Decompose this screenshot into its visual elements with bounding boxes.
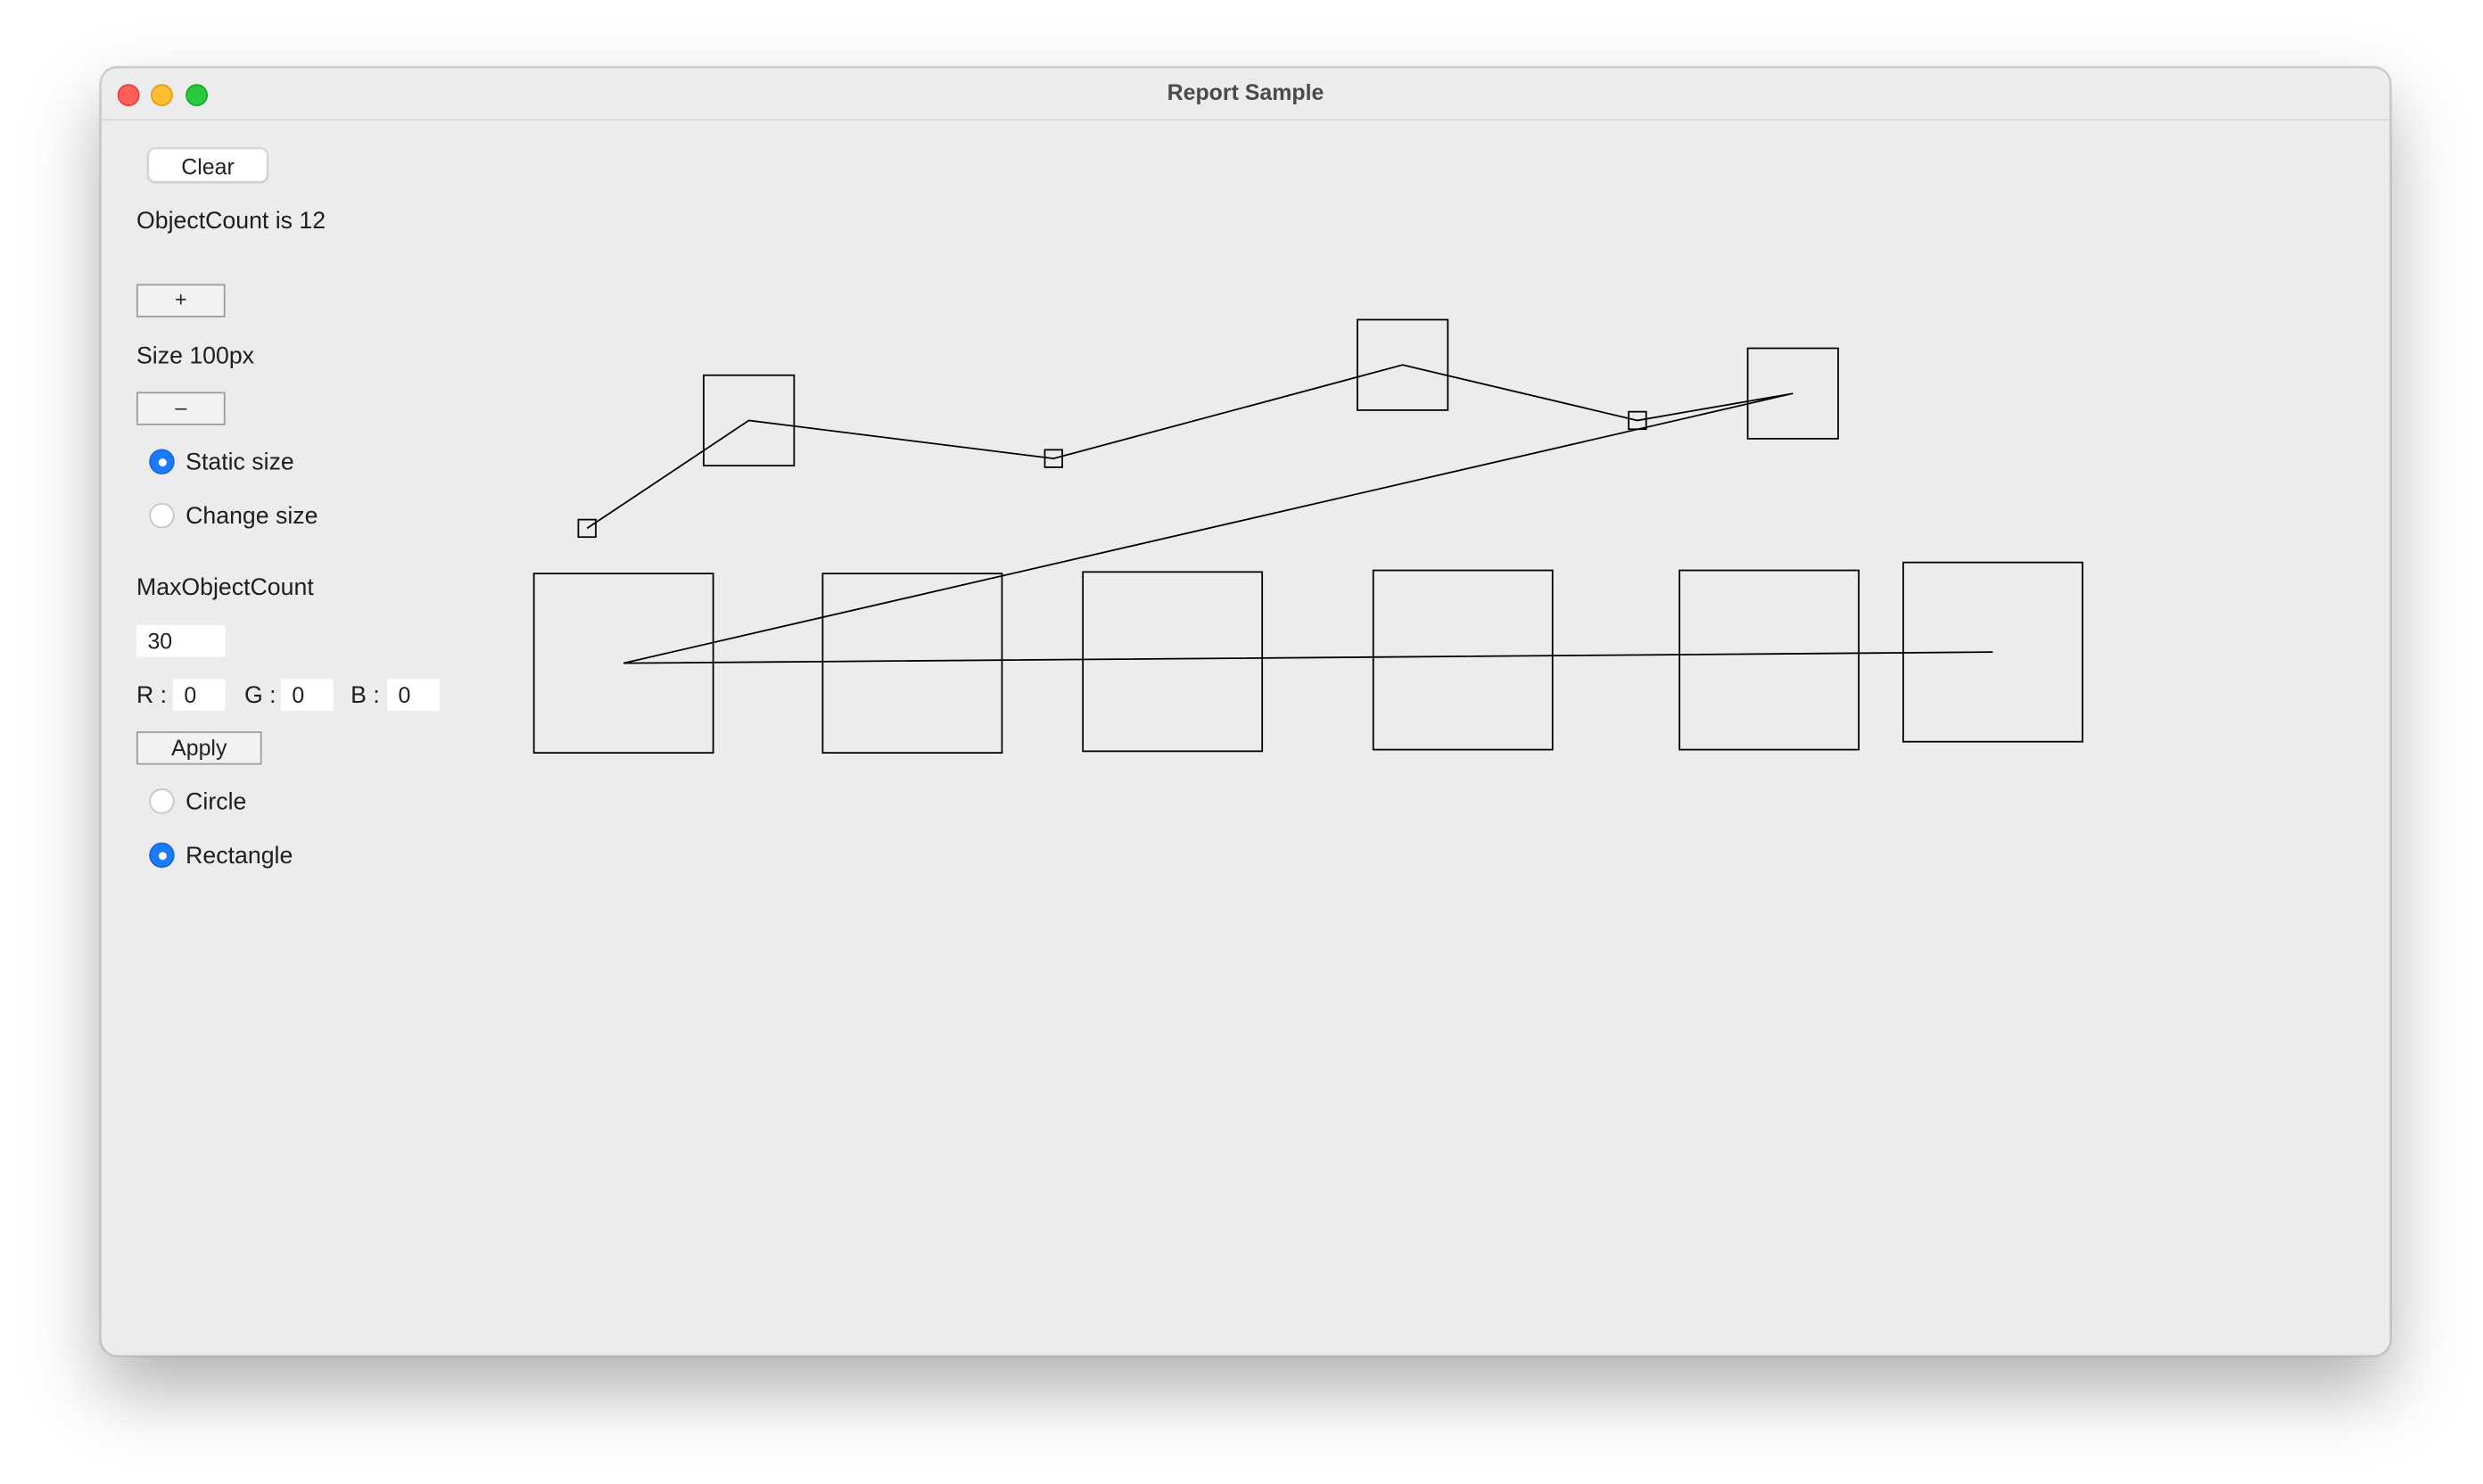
- shape-rectangle: [1746, 347, 1839, 440]
- apply-button[interactable]: Apply: [136, 731, 262, 765]
- shape-rectangle: [1357, 318, 1449, 411]
- shape-rectangle: [1082, 571, 1264, 753]
- static-size-radio[interactable]: [149, 449, 175, 474]
- shape-rectangle: [1044, 449, 1063, 468]
- circle-label[interactable]: Circle: [186, 788, 247, 816]
- rectangle-label[interactable]: Rectangle: [186, 842, 293, 870]
- max-object-count-label: MaxObjectCount: [136, 573, 314, 602]
- app-window: Report Sample: [100, 66, 2391, 1357]
- minimize-window-button[interactable]: [151, 84, 173, 107]
- decrease-size-button[interactable]: –: [136, 392, 226, 425]
- increase-size-button[interactable]: +: [136, 284, 226, 317]
- drawing-canvas[interactable]: [102, 120, 2389, 1355]
- connection-path: [586, 364, 1993, 664]
- rectangle-radio[interactable]: [149, 842, 175, 869]
- object-count-label: ObjectCount is 12: [136, 208, 326, 235]
- zoom-window-button[interactable]: [186, 84, 209, 107]
- size-label: Size 100px: [136, 342, 255, 370]
- shape-rectangle: [1372, 569, 1554, 751]
- window-title: Report Sample: [1167, 78, 1324, 105]
- blue-value-field[interactable]: 0: [387, 679, 440, 711]
- red-value-field[interactable]: 0: [172, 679, 226, 711]
- circle-radio[interactable]: [149, 788, 175, 814]
- change-size-label[interactable]: Change size: [186, 502, 318, 531]
- green-label: G :: [243, 681, 276, 710]
- shape-rectangle: [703, 374, 796, 467]
- shape-rectangle: [577, 518, 597, 539]
- max-object-count-field[interactable]: 30: [136, 624, 226, 657]
- title-bar[interactable]: Report Sample: [101, 68, 2390, 121]
- shape-rectangle: [1679, 569, 1860, 751]
- close-window-button[interactable]: [117, 84, 140, 107]
- green-value-field[interactable]: 0: [280, 679, 334, 711]
- content-area: Clear ObjectCount is 12 + Size 100px – S…: [102, 120, 2389, 1355]
- shape-rectangle: [821, 573, 1003, 754]
- static-size-label[interactable]: Static size: [186, 449, 294, 476]
- change-size-radio[interactable]: [149, 502, 175, 529]
- blue-label: B :: [351, 681, 380, 710]
- clear-button[interactable]: Clear: [147, 147, 268, 183]
- red-label: R :: [136, 681, 168, 710]
